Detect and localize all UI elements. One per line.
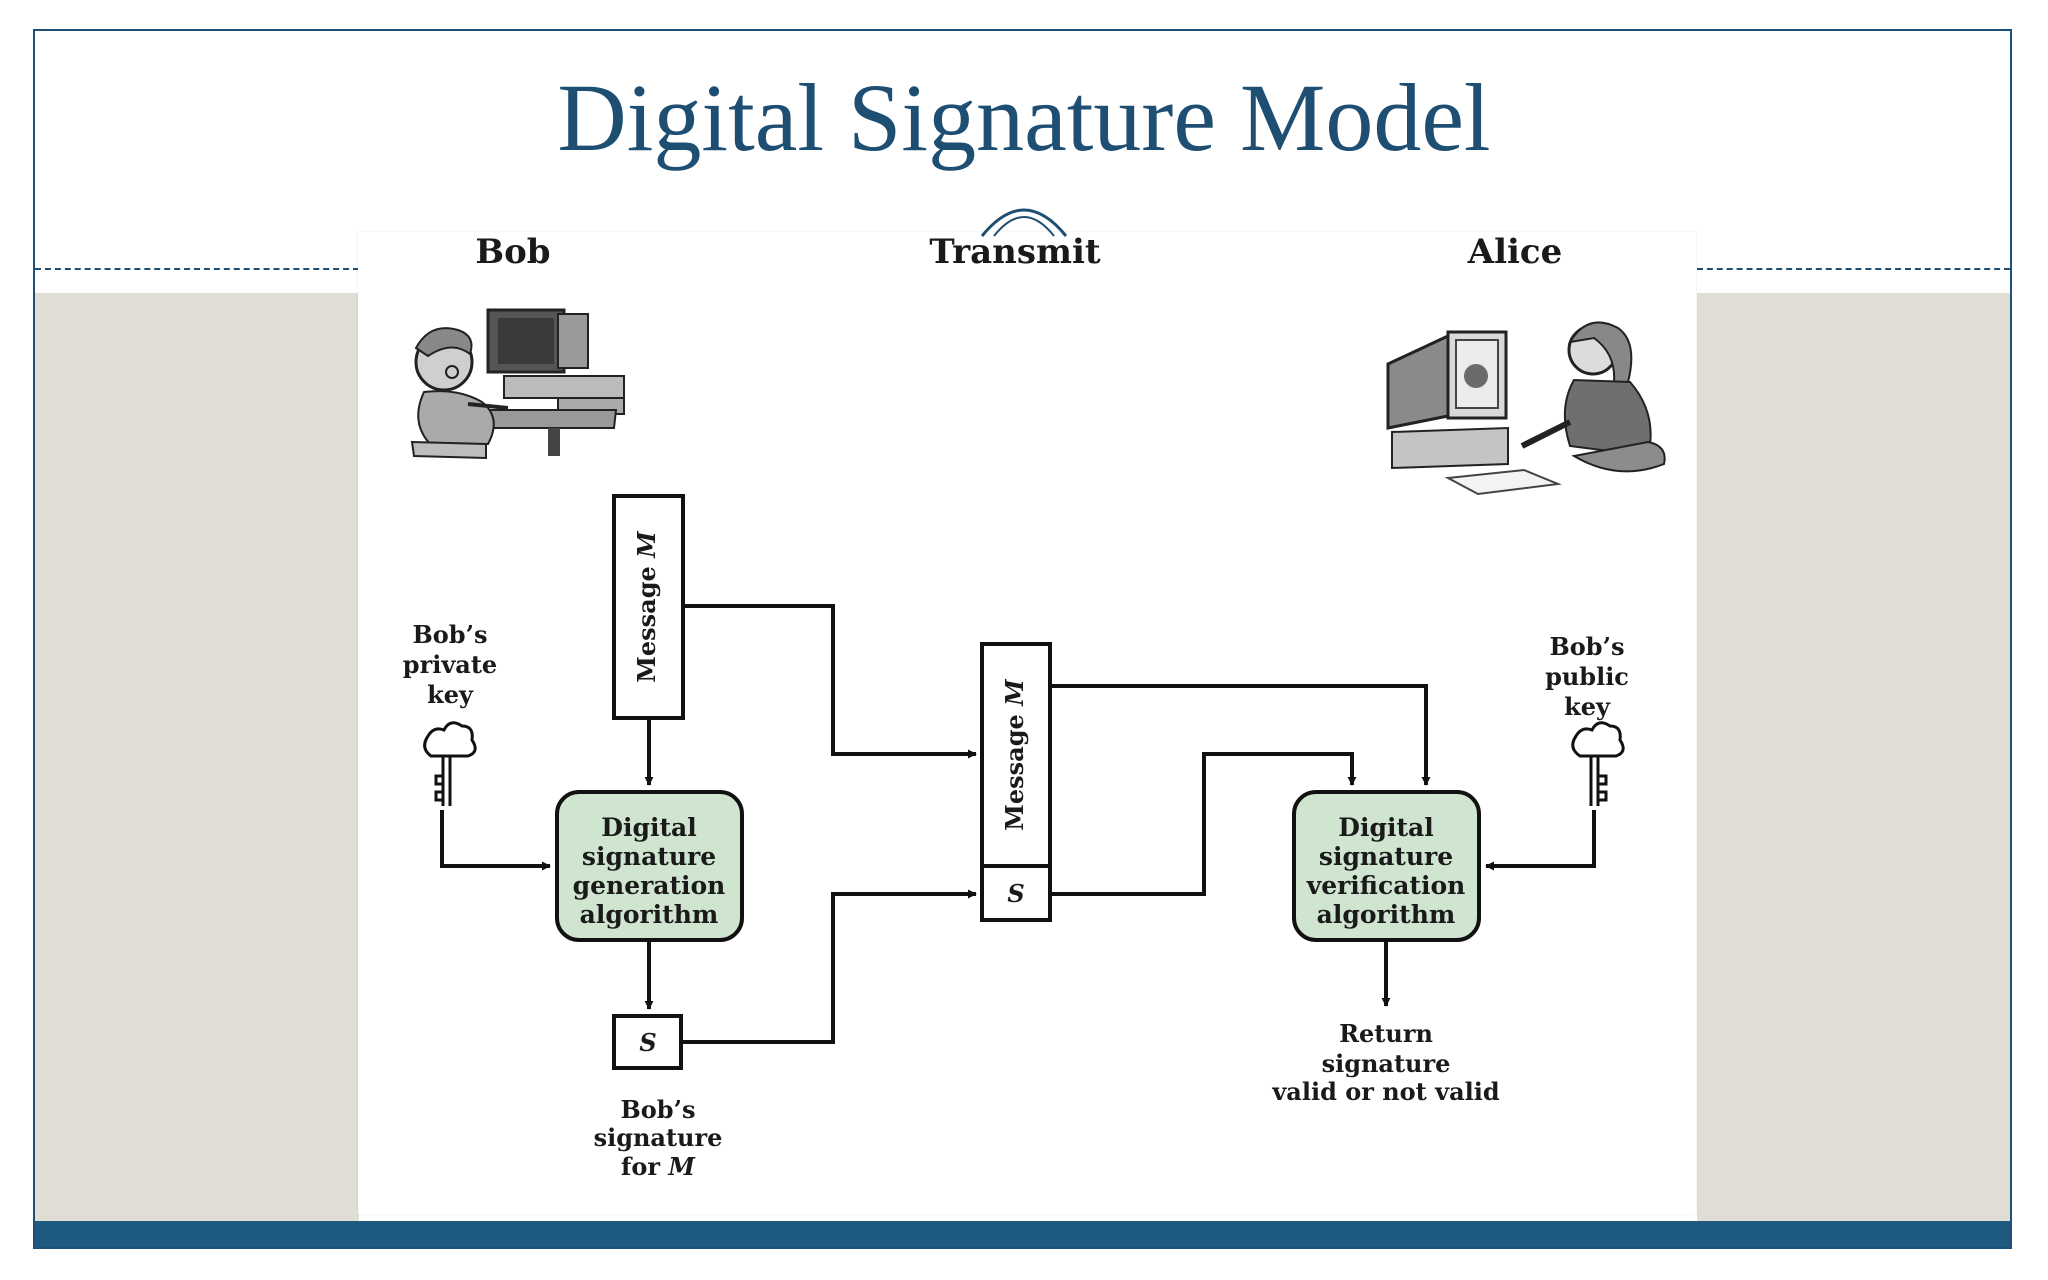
verification-line-3: verification	[1306, 871, 1466, 900]
public-key-line-1: Bob’s	[1550, 632, 1625, 661]
left-divider	[35, 268, 359, 270]
generation-line-3: generation	[573, 871, 726, 900]
footer-band	[35, 1221, 2010, 1247]
alice-illustration	[1386, 321, 1666, 496]
bob-signature-caption-2: signature	[594, 1123, 723, 1152]
private-key-line-1: Bob’s	[413, 620, 488, 649]
verification-line-2: signature	[1319, 842, 1453, 871]
public-key-icon	[1571, 721, 1625, 806]
return-caption-1: Return	[1339, 1019, 1433, 1048]
diagram-connectors	[440, 604, 1596, 1044]
right-side-band	[1697, 293, 2010, 1221]
verification-line-1: Digital	[1338, 813, 1433, 842]
right-divider	[1697, 268, 2010, 270]
generation-line-1: Digital	[601, 813, 696, 842]
alice-header: Alice	[1467, 232, 1563, 272]
public-key-line-3: key	[1564, 692, 1611, 721]
bob-signature-var: S	[639, 1028, 656, 1057]
left-side-band	[35, 293, 359, 1221]
bob-signature-caption-3: for M	[621, 1152, 696, 1181]
public-key-line-2: public	[1545, 662, 1629, 691]
generation-line-2: signature	[582, 842, 716, 871]
transmit-signature-var: S	[1007, 879, 1024, 908]
diagram-panel: Bob Transmit Alice	[358, 232, 1696, 1214]
bob-illustration	[410, 308, 625, 460]
verification-line-4: algorithm	[1317, 900, 1456, 929]
transmit-signature-box	[980, 864, 1052, 922]
private-key-icon	[423, 721, 477, 806]
bob-signature-caption-1: Bob’s	[621, 1095, 696, 1124]
private-key-line-2: private	[403, 650, 497, 679]
return-caption-2: signature	[1322, 1049, 1451, 1078]
generation-line-4: algorithm	[580, 900, 719, 929]
title-ornament	[980, 208, 1068, 237]
bob-header: Bob	[475, 232, 550, 272]
slide-title: Digital Signature Model	[557, 64, 1491, 171]
transmit-header: Transmit	[929, 232, 1101, 272]
bob-signature-box	[612, 1014, 683, 1070]
bob-message-label: Message M	[632, 530, 661, 683]
private-key-line-3: key	[427, 680, 474, 709]
transmit-message-label: Message M	[1000, 678, 1029, 831]
digital-signature-diagram: Bob Transmit Alice	[403, 232, 1666, 1181]
return-caption-3: valid or not valid	[1271, 1077, 1500, 1106]
